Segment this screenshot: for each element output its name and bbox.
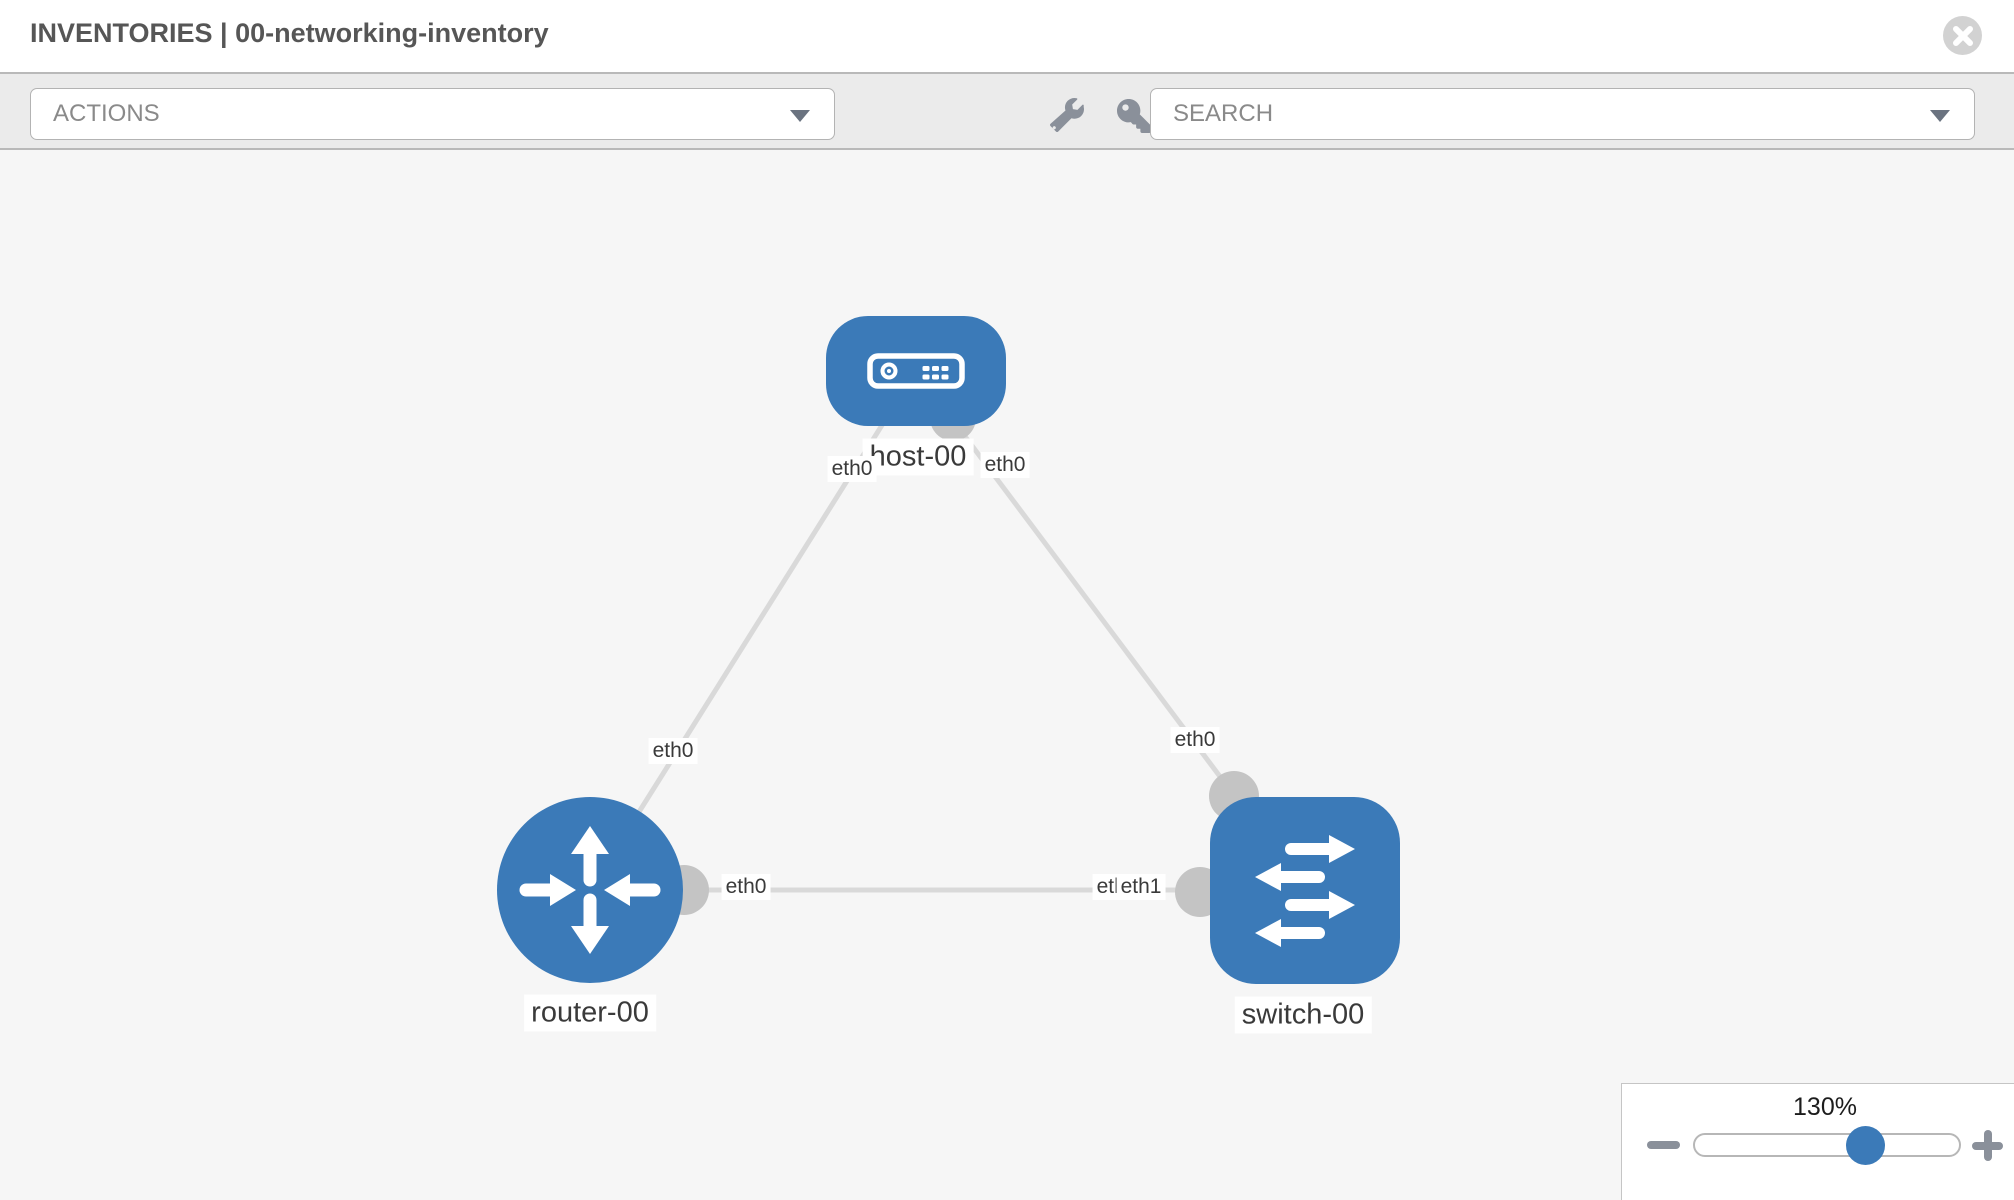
topology-svg <box>497 316 1400 984</box>
close-button[interactable] <box>1943 16 1982 55</box>
zoom-slider-thumb[interactable] <box>1846 1126 1885 1165</box>
port-label-router-eth0-right: eth0 <box>721 874 771 900</box>
wrench-icon <box>1050 98 1084 132</box>
node-label-host: host-00 <box>862 438 974 476</box>
actions-dropdown[interactable]: ACTIONS <box>30 88 835 140</box>
chevron-down-icon <box>790 110 810 122</box>
zoom-panel: 130% <box>1621 1083 2014 1200</box>
toolbar: ACTIONS SEARCH <box>0 72 2014 150</box>
wrench-button[interactable] <box>1050 98 1084 137</box>
host-icon <box>867 353 965 389</box>
page-title: INVENTORIES | 00-networking-inventory <box>30 18 549 48</box>
port-label-host-eth0-right: eth0 <box>980 452 1030 478</box>
port-label-router-eth0-up: eth0 <box>648 738 698 764</box>
header: INVENTORIES | 00-networking-inventory <box>0 0 2014 72</box>
chevron-down-icon <box>1930 110 1950 122</box>
switch-icon <box>1255 835 1355 947</box>
key-button[interactable] <box>1117 99 1151 138</box>
zoom-slider[interactable] <box>1693 1133 1961 1157</box>
actions-dropdown-label: ACTIONS <box>53 100 160 127</box>
close-icon <box>1952 25 1973 46</box>
search-placeholder: SEARCH <box>1173 100 1274 127</box>
node-router-00[interactable] <box>497 797 683 983</box>
port-label-host-eth0-left: eth0 <box>827 456 877 482</box>
port-label-switch-eth1: eth1 <box>1116 874 1166 900</box>
zoom-level: 130% <box>1793 1093 1857 1121</box>
key-icon <box>1117 99 1151 133</box>
port-label-switch-eth0-top: eth0 <box>1170 727 1220 753</box>
topology-canvas[interactable]: host-00 router-00 switch-00 eth0 eth0 et… <box>0 150 2014 1200</box>
plus-icon[interactable] <box>1972 1130 2003 1161</box>
minus-icon[interactable] <box>1647 1141 1680 1149</box>
node-host-00[interactable] <box>826 316 1006 426</box>
node-switch-00[interactable] <box>1210 797 1400 984</box>
node-label-router: router-00 <box>524 994 656 1032</box>
node-label-switch: switch-00 <box>1234 996 1372 1034</box>
router-icon <box>519 826 661 954</box>
search-dropdown[interactable]: SEARCH <box>1150 88 1975 140</box>
